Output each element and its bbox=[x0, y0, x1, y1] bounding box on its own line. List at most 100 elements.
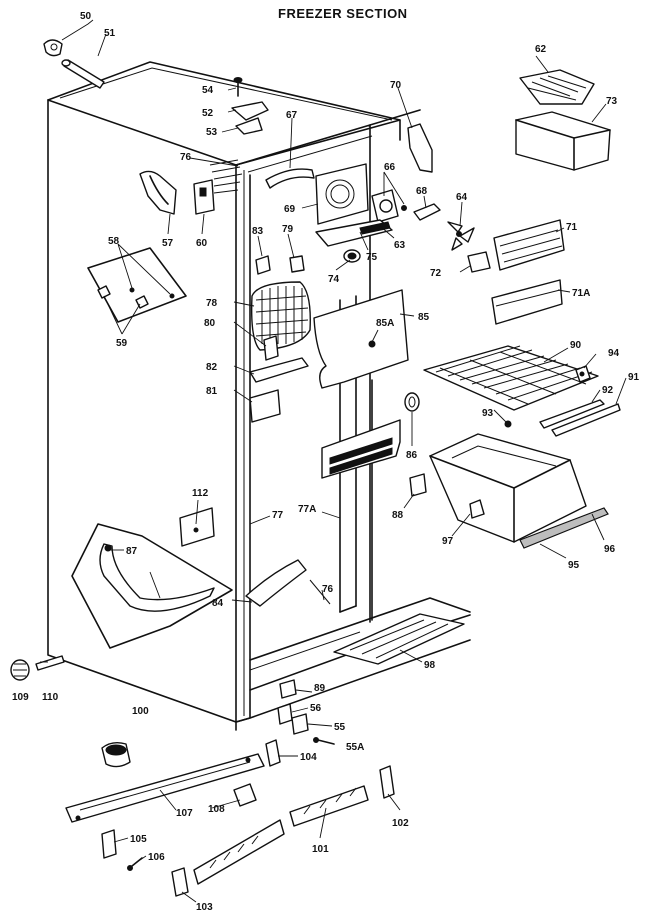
label-53: 53 bbox=[206, 127, 218, 138]
part-112-label bbox=[179, 507, 215, 547]
label-107: 107 bbox=[176, 808, 193, 819]
label-51: 51 bbox=[104, 28, 116, 39]
part-90-wire-shelf bbox=[423, 345, 599, 411]
part-107-frame-rail bbox=[65, 753, 265, 823]
part-87-88-heater-detail bbox=[71, 523, 233, 649]
label-92: 92 bbox=[602, 385, 614, 396]
label-77: 77 bbox=[272, 510, 284, 521]
label-78: 78 bbox=[206, 298, 218, 309]
part-68-bracket bbox=[413, 203, 441, 221]
part-96-bin-rail bbox=[519, 507, 609, 549]
part-54-screw bbox=[233, 77, 243, 97]
label-97: 97 bbox=[442, 536, 454, 547]
label-100: 100 bbox=[132, 706, 149, 717]
part-58-59-detail bbox=[87, 247, 187, 323]
label-70: 70 bbox=[390, 80, 402, 91]
label-72: 72 bbox=[430, 268, 442, 279]
part-78-evaporator-coil bbox=[250, 281, 311, 351]
label-85A: 85A bbox=[376, 318, 394, 329]
part-77-grille-panel bbox=[321, 419, 401, 479]
label-105: 105 bbox=[130, 834, 147, 845]
diagram-title: FREEZER SECTION bbox=[278, 6, 408, 21]
label-76: 76 bbox=[180, 152, 192, 163]
label-85: 85 bbox=[418, 312, 430, 323]
label-54: 54 bbox=[202, 85, 214, 96]
part-73-ice-bin bbox=[515, 111, 611, 171]
label-55: 55 bbox=[334, 722, 346, 733]
label-104: 104 bbox=[300, 752, 317, 763]
part-103-clip bbox=[171, 867, 189, 897]
part-64-fan-blade bbox=[447, 221, 475, 251]
part-106-screw bbox=[127, 857, 143, 871]
label-90: 90 bbox=[570, 340, 582, 351]
part-55-hinge bbox=[291, 713, 309, 735]
part-69-fan-housing bbox=[315, 163, 369, 225]
label-91: 91 bbox=[628, 372, 640, 383]
part-60-switch bbox=[193, 179, 215, 215]
part-50-clip bbox=[43, 39, 63, 57]
part-88-hinge bbox=[409, 473, 427, 497]
part-94-clip bbox=[575, 365, 591, 383]
part-85-evaporator-cover bbox=[313, 289, 409, 389]
label-60: 60 bbox=[196, 238, 208, 249]
label-96: 96 bbox=[604, 544, 616, 555]
label-75: 75 bbox=[366, 252, 378, 263]
part-110-axle bbox=[35, 655, 65, 671]
part-71A-cover bbox=[491, 279, 563, 325]
part-105-bracket bbox=[101, 829, 117, 859]
part-91-rail bbox=[551, 403, 621, 437]
part-79-clip bbox=[289, 255, 305, 273]
part-51-rod bbox=[61, 59, 105, 89]
part-63-75-shroud-strip bbox=[315, 219, 393, 247]
part-80-heater bbox=[263, 335, 279, 361]
part-102-clip bbox=[379, 765, 395, 799]
label-69: 69 bbox=[284, 204, 296, 215]
part-53-hinge bbox=[235, 117, 263, 135]
label-94: 94 bbox=[608, 348, 620, 359]
part-97-clip bbox=[469, 499, 485, 519]
part-83-clip bbox=[255, 255, 271, 275]
label-66: 66 bbox=[384, 162, 396, 173]
part-89-clip bbox=[279, 679, 297, 699]
label-82: 82 bbox=[206, 362, 218, 373]
label-101: 101 bbox=[312, 844, 329, 855]
label-77A: 77A bbox=[298, 504, 316, 515]
label-56: 56 bbox=[310, 703, 322, 714]
label-76-lower: 76 bbox=[322, 584, 334, 595]
label-106: 106 bbox=[148, 852, 165, 863]
label-87: 87 bbox=[126, 546, 138, 557]
label-84: 84 bbox=[212, 598, 224, 609]
label-62: 62 bbox=[535, 44, 547, 55]
part-98-drain-pan bbox=[333, 613, 465, 665]
label-74: 74 bbox=[328, 274, 340, 285]
part-93-pin bbox=[504, 420, 512, 428]
label-63: 63 bbox=[394, 240, 406, 251]
label-108: 108 bbox=[208, 804, 225, 815]
label-55A: 55A bbox=[346, 742, 364, 753]
part-81-bracket bbox=[249, 389, 281, 423]
part-104-hinge bbox=[265, 739, 281, 767]
part-76-lower-heater bbox=[309, 579, 331, 605]
part-109-roller bbox=[10, 659, 30, 681]
label-83: 83 bbox=[252, 226, 264, 237]
part-55A-screw bbox=[313, 737, 335, 745]
part-84-heater bbox=[245, 559, 307, 607]
part-52-bracket bbox=[231, 101, 269, 121]
part-70-bracket bbox=[407, 123, 433, 173]
label-109: 109 bbox=[12, 692, 29, 703]
label-73: 73 bbox=[606, 96, 618, 107]
label-67: 67 bbox=[286, 110, 298, 121]
label-71: 71 bbox=[566, 222, 578, 233]
part-56-bracket bbox=[277, 703, 293, 725]
label-57: 57 bbox=[162, 238, 174, 249]
label-59: 59 bbox=[116, 338, 128, 349]
part-72-shield bbox=[467, 251, 491, 273]
label-50: 50 bbox=[80, 11, 92, 22]
part-71-cover-panel bbox=[493, 219, 565, 271]
label-58: 58 bbox=[108, 236, 120, 247]
part-74-knob bbox=[343, 249, 361, 263]
label-112: 112 bbox=[192, 488, 209, 499]
part-82-trough bbox=[249, 357, 309, 383]
label-88: 88 bbox=[392, 510, 404, 521]
